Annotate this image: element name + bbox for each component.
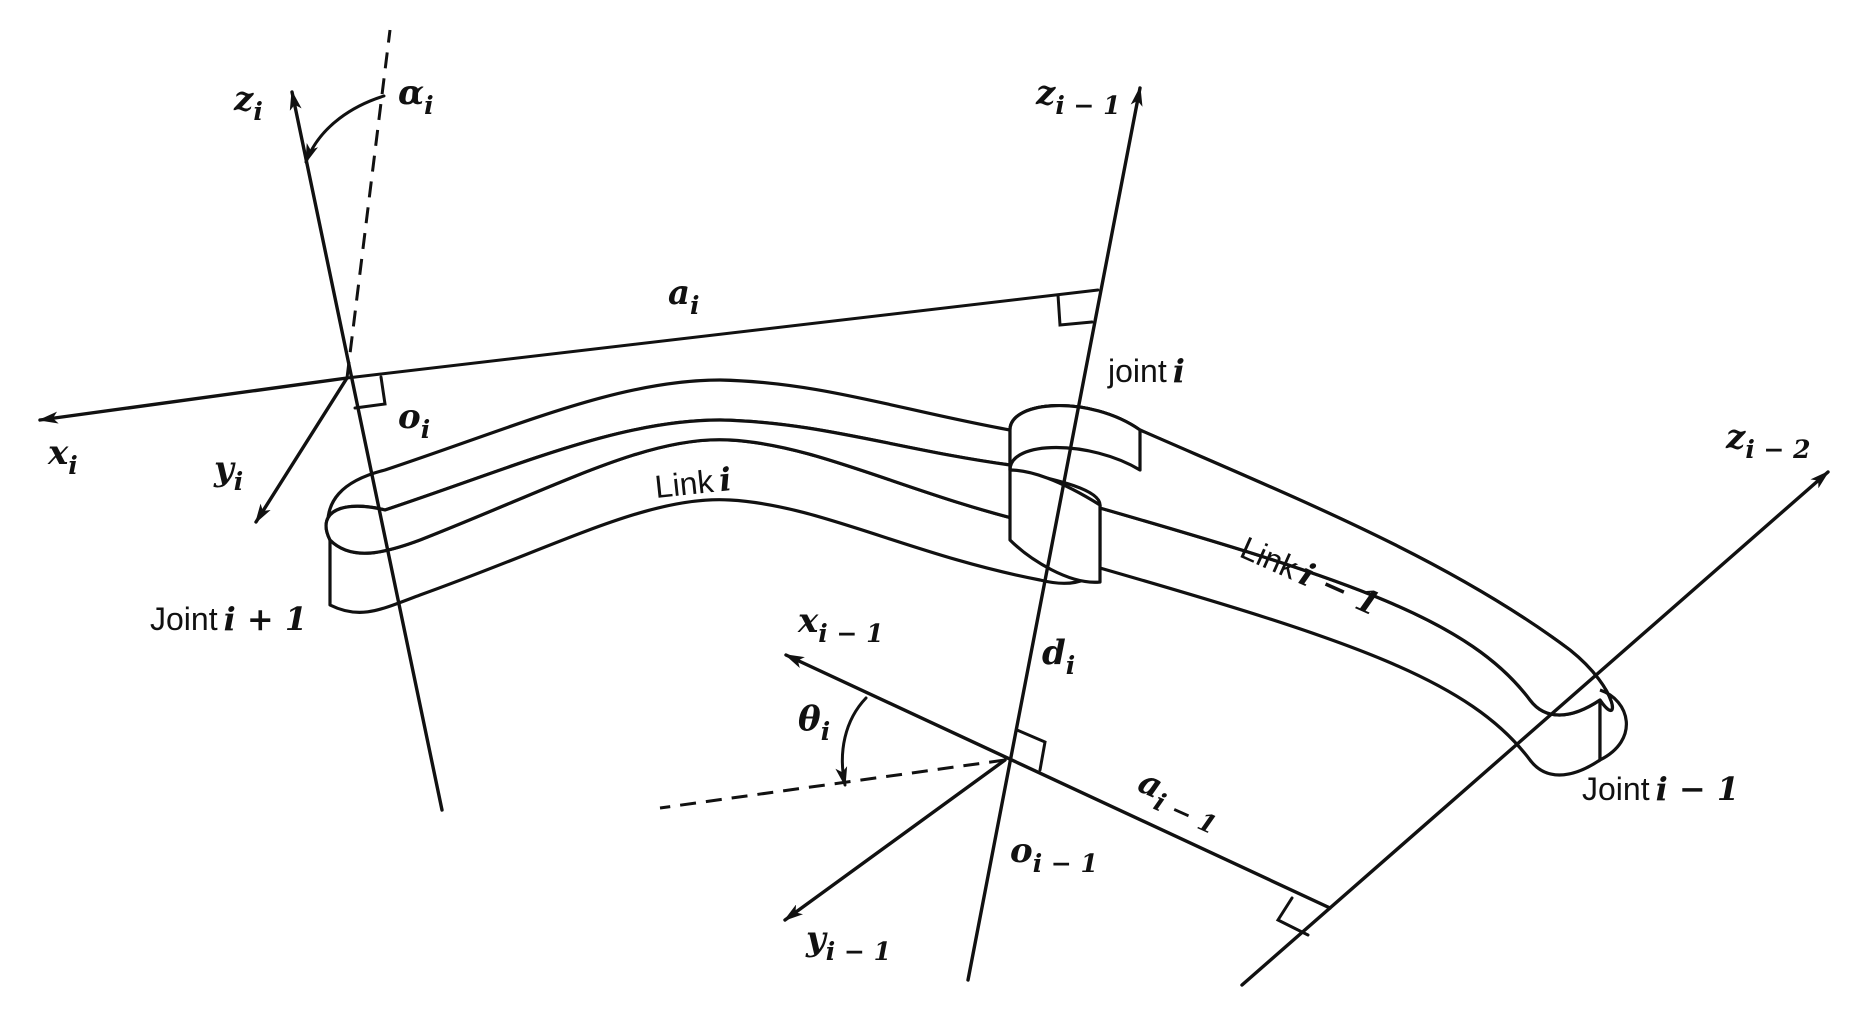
z-i-minus-2-label: zi − 2	[1725, 417, 1811, 464]
z-i-label: zi	[233, 79, 263, 126]
y-i-axis	[254, 376, 349, 524]
x-i-minus-1-axis	[784, 653, 1332, 910]
alpha-i-label: αi	[398, 73, 434, 120]
link-i-body	[324, 378, 1102, 614]
y-i-label: yi	[213, 449, 243, 496]
x-i-label: xi	[47, 433, 78, 480]
z-i-minus-2-axis	[1240, 470, 1830, 987]
d-i-label: di	[1042, 633, 1075, 680]
theta-i-label: θi	[798, 699, 830, 746]
a-i-common-normal	[345, 288, 1100, 380]
x-i-minus-1-label: xi − 1	[797, 601, 884, 648]
z-i-minus-1-axis	[966, 86, 1143, 982]
a-i-minus-1-label: ai − 1	[1129, 762, 1228, 840]
z-i-minus-1-label: zi − 1	[1035, 73, 1121, 120]
alpha-i-arc	[304, 94, 386, 164]
y-i-minus-1-axis	[783, 758, 1007, 922]
o-i-minus-1-label: oi − 1	[1010, 831, 1098, 878]
o-i-right-angle-mark	[353, 375, 387, 410]
x-i-axis	[38, 376, 349, 424]
a-i-label: ai	[668, 273, 700, 320]
z-i-axis	[289, 90, 444, 812]
link-i-minus-1-body	[1008, 404, 1628, 777]
y-i-minus-1-label: yi − 1	[805, 919, 891, 966]
o-i-label: oi	[398, 397, 430, 444]
theta-i-arc	[835, 696, 868, 787]
o-i-minus-1-right-angle-mark	[1015, 728, 1047, 772]
alpha-reference-dashed-line	[345, 29, 392, 379]
theta-reference-dashed-line	[659, 758, 1006, 810]
a-i-minus-1-right-angle-mark	[1275, 896, 1310, 937]
a-i-right-angle-mark	[1056, 293, 1094, 327]
link-i-label: Linki	[653, 460, 733, 506]
